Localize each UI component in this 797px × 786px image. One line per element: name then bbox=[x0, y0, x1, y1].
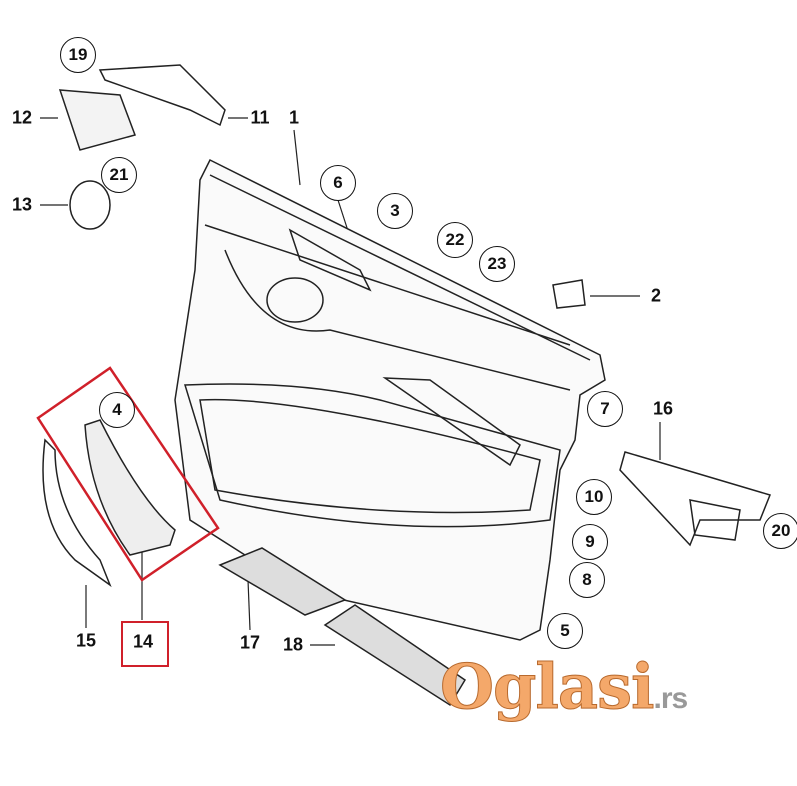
callout-5: 5 bbox=[547, 613, 583, 649]
label-18: 18 bbox=[282, 634, 304, 655]
speaker-grille-17 bbox=[218, 547, 347, 616]
callout-9: 9 bbox=[572, 524, 608, 560]
callout-10: 10 bbox=[576, 479, 612, 515]
callout-22: 22 bbox=[437, 222, 473, 258]
handle-bracket bbox=[98, 64, 226, 127]
switch bbox=[552, 279, 586, 309]
label-16: 16 bbox=[652, 398, 674, 419]
label-1: 1 bbox=[288, 107, 300, 128]
label-12: 12 bbox=[11, 107, 33, 128]
callout-3: 3 bbox=[377, 193, 413, 229]
watermark-tld: .rs bbox=[653, 682, 689, 715]
watermark-brand: Oglasi bbox=[440, 650, 656, 724]
cover-cap bbox=[69, 180, 111, 230]
switch-panel bbox=[619, 451, 772, 547]
callout-19: 19 bbox=[60, 37, 96, 73]
highlight-box bbox=[36, 366, 220, 582]
highlight-label-box bbox=[121, 621, 169, 667]
label-17: 17 bbox=[239, 632, 261, 653]
label-2: 2 bbox=[650, 285, 662, 306]
callout-7: 7 bbox=[587, 391, 623, 427]
callout-21: 21 bbox=[101, 157, 137, 193]
pull-handle bbox=[84, 419, 176, 556]
trim-strip bbox=[42, 438, 112, 588]
label-15: 15 bbox=[75, 630, 97, 651]
label-13: 13 bbox=[11, 194, 33, 215]
callout-6: 6 bbox=[320, 165, 356, 201]
callout-23: 23 bbox=[479, 246, 515, 282]
label-11: 11 bbox=[250, 107, 270, 128]
speaker-grille-18 bbox=[323, 604, 467, 707]
watermark-logo: Oglasi.rs bbox=[440, 650, 689, 724]
callout-20: 20 bbox=[763, 513, 797, 549]
callout-4: 4 bbox=[99, 392, 135, 428]
label-14: 14 bbox=[132, 631, 154, 652]
callout-8: 8 bbox=[569, 562, 605, 598]
handle-bezel bbox=[58, 89, 136, 151]
